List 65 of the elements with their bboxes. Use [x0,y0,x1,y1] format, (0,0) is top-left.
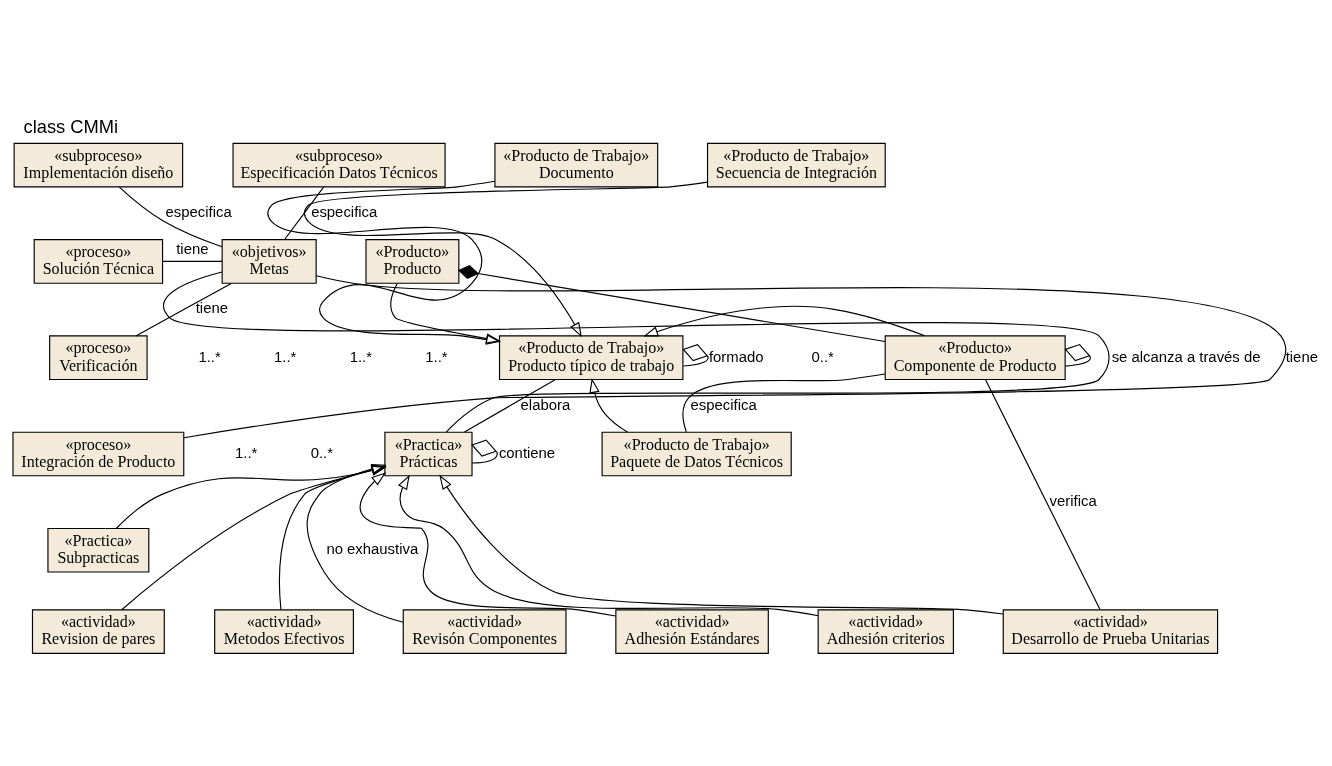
node-box: «Producto de Trabajo» Secuencia de Integración [706,142,886,187]
arrow [303,181,708,337]
label: 0..* [310,444,334,461]
node-box: «actividad» Revision de pares [31,608,165,654]
connector [135,282,232,336]
node-box: «proceso» Solución Técnica [33,238,164,284]
connector [457,264,886,342]
node-box: «objetivos» Metas [221,238,317,284]
connector [183,274,1287,438]
node-box: «Producto de Trabajo» Paquete de Datos Técnicos [601,431,792,476]
edge-label: especifica [690,396,757,413]
arrow [121,464,387,610]
label: 1..* [198,348,221,365]
node-box: «actividad» Adhesión Estándares [615,608,769,654]
node-box: «Producto de Trabajo» Producto típico de trabajo [498,334,684,380]
node-box: «actividad» Metodos Efectivos [214,608,354,654]
connector [163,270,1110,433]
node-box: «proceso» Verificación [49,334,148,380]
node-box: «actividad» Adhesión criterios [817,608,954,654]
connector [682,372,886,432]
arrow [589,377,629,433]
connector [984,378,1101,610]
node-box: «Practica» Subpracticas [47,527,150,573]
arrow [278,464,387,610]
edge-label: tiene [195,299,228,316]
edge-label: tiene [176,240,209,257]
arrow [115,465,387,529]
node-box: «subproceso» Especificación Datos Técnicos [232,142,446,187]
node-box: «subproceso» Implementación diseño [13,142,184,187]
edge-label: especifica [311,203,378,220]
connector [1064,343,1091,367]
arrow [359,471,617,617]
connector [463,378,556,433]
connector [284,186,325,240]
label: 1..* [349,348,372,365]
arrow [397,474,819,616]
node-box: «actividad» Revisón Componentes [402,608,567,654]
node-box: «actividad» Desarrollo de Prueba Unitarias [1002,608,1219,654]
edge-label: tiene [1285,348,1318,365]
edge-label: verifica [1049,492,1097,509]
connector [471,439,498,464]
node-box: «Producto» Producto [365,238,460,284]
edge-label: contiene [498,444,556,461]
node-box: «Producto» Componente de Producto [884,334,1066,380]
node-box: «Producto de Trabajo» Documento [494,142,659,187]
node-box: «proceso» Integración de Producto [12,431,185,476]
label: 0..* [811,348,834,365]
diagram-title: class CMMi [23,115,119,137]
arrow [390,282,501,344]
connector [682,343,709,367]
arrow [643,305,926,336]
edge-label: formado [708,348,764,365]
node-box: «Practica» Prácticas [384,431,473,476]
edge-label: se alcanza a través de [1111,348,1261,365]
edge-label: especifica [165,203,232,220]
connector [118,186,223,247]
arrow [306,463,404,623]
arrow [267,180,501,345]
arrow [439,474,1004,615]
label: 1..* [425,348,448,365]
connector [162,260,223,262]
edge-label: no exhaustiva [326,540,419,557]
edge-label: elabora [520,396,571,413]
label: 1..* [235,444,258,461]
label: 1..* [274,348,297,365]
